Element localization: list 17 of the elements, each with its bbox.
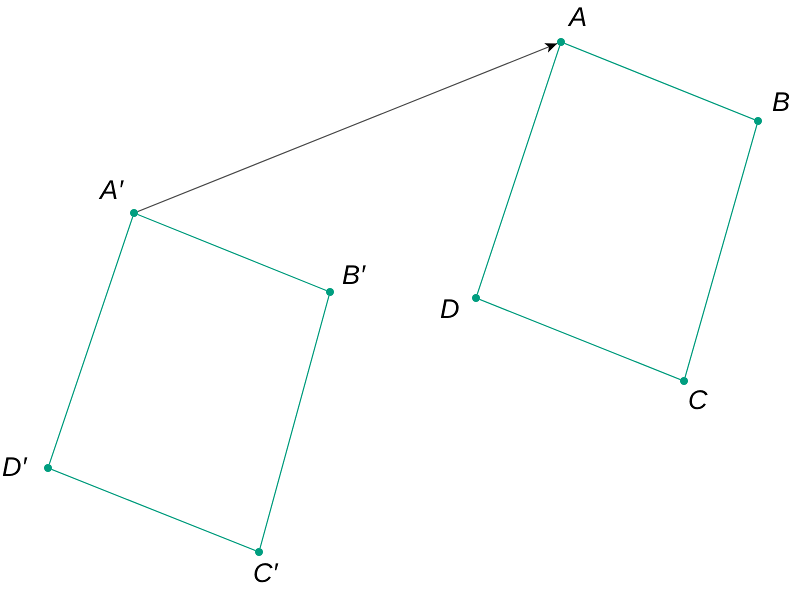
point-label: D′	[2, 452, 27, 482]
line-segment	[476, 46, 560, 294]
point-label: C′	[253, 558, 278, 588]
arrow	[138, 42, 558, 212]
line-segment	[259, 296, 330, 548]
point-label: B′	[342, 260, 366, 290]
line-segment	[137, 214, 327, 292]
point-label: A	[569, 2, 588, 32]
line-segment	[564, 42, 754, 120]
line-segment	[480, 298, 680, 380]
point-label: C	[688, 385, 708, 415]
line-segment	[48, 216, 134, 464]
line-segment	[684, 124, 758, 378]
line-segment	[52, 468, 256, 552]
point-label: D	[440, 294, 460, 324]
point-label: B	[772, 87, 790, 117]
point-label: A′	[100, 175, 124, 205]
